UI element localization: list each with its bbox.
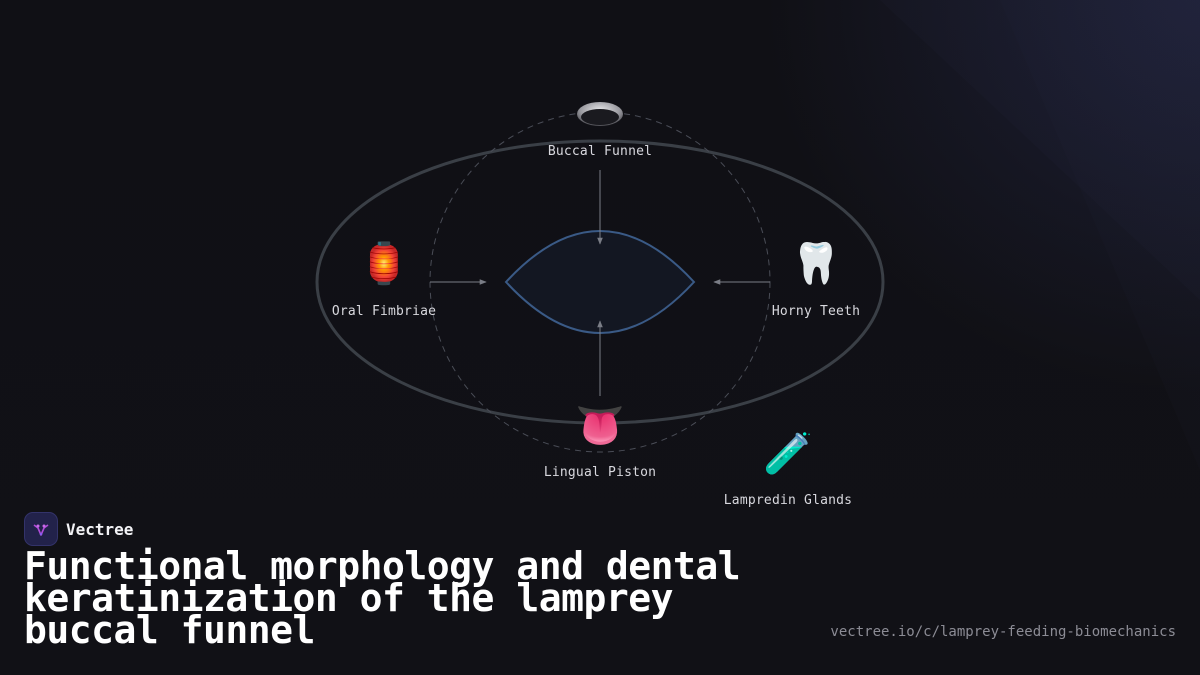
brand-name: Vectree [66,519,134,539]
lantern-icon: 🏮 [359,241,409,287]
node-label-lingual-piston: Lingual Piston [543,465,657,480]
test-tube-icon: 🧪 [763,431,813,477]
brand: Vectree [24,512,133,546]
source-url[interactable]: vectree.io/c/lamprey-feeding-biomechanic… [830,624,1176,640]
vectree-logo-icon [24,512,58,546]
page-title: Functional morphology and dental keratin… [24,544,741,652]
funnel-disc-icon [577,102,623,126]
tooth-icon: 🦷 [791,241,841,287]
outer-orbit [315,139,885,425]
node-label-oral-fimbriae: Oral Fimbriae [331,304,437,319]
tongue-icon: 👅 [575,403,625,449]
node-label-buccal-funnel: Buccal Funnel [547,144,653,159]
central-lens [504,230,696,334]
node-label-lampredin-glands: Lampredin Glands [723,493,853,508]
node-label-horny-teeth: Horny Teeth [771,304,861,319]
